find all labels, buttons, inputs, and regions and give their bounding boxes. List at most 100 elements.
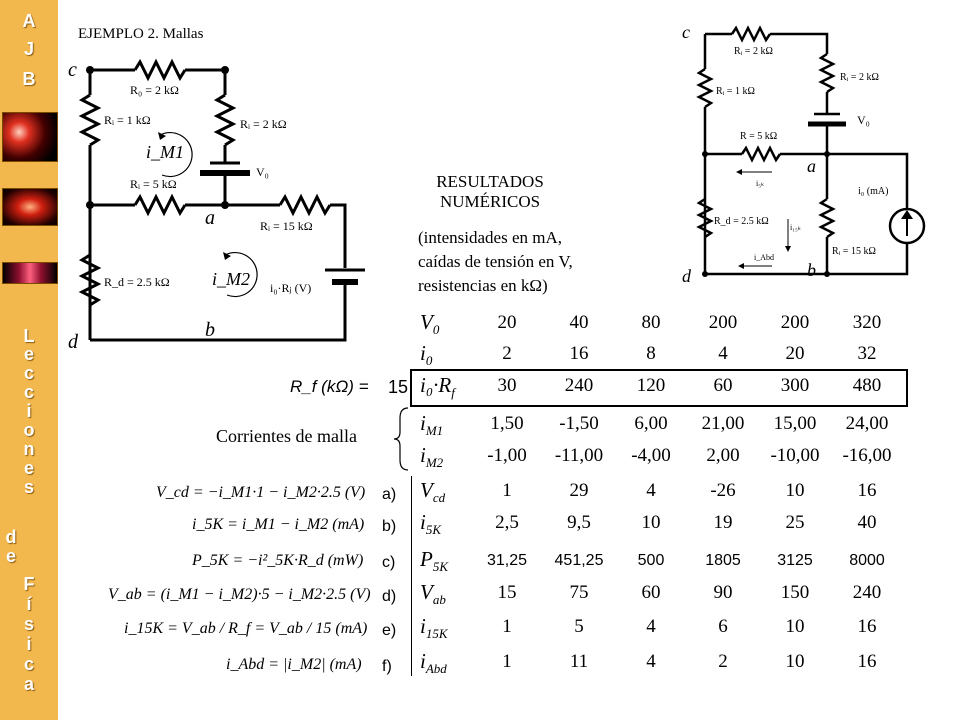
row-label-symbol: i bbox=[420, 443, 426, 467]
sidebar-letter: c bbox=[23, 654, 34, 674]
table-cell: 200 bbox=[780, 312, 810, 333]
table-cell: 1805 bbox=[705, 552, 741, 569]
node-c-label: c bbox=[68, 59, 77, 81]
table-cell: 32 bbox=[857, 343, 877, 364]
table-cell: 10 bbox=[785, 651, 805, 672]
table-cell: 200 bbox=[708, 312, 738, 333]
ref-resistor-left-label: Rᵢ = 1 kΩ bbox=[716, 86, 755, 97]
table-cell: 8000 bbox=[849, 552, 885, 569]
table-cell: 90 bbox=[713, 582, 733, 603]
mesh-currents-label: Corrientes de malla bbox=[216, 426, 357, 446]
node-d-label: d bbox=[68, 331, 79, 353]
table-cell: 480 bbox=[852, 375, 882, 396]
table-cell: 9,5 bbox=[567, 512, 591, 533]
sidebar-letter: a bbox=[23, 674, 34, 694]
ref-current-i5k-label: i₅ₖ bbox=[756, 179, 764, 188]
row-label-subscript: 0 bbox=[432, 322, 440, 338]
table-cell: 10 bbox=[641, 512, 661, 533]
table-cell: 2 bbox=[718, 651, 728, 672]
reference-circuit-diagram: c a b d Rᵢ = 2 kΩ Rᵢ = 2 kΩ Rᵢ = 1 kΩ R … bbox=[682, 22, 926, 286]
rf-label: R_f (kΩ) = bbox=[290, 377, 369, 396]
option-b: b) bbox=[382, 518, 397, 535]
sidebar-letter: e bbox=[23, 458, 34, 478]
table-cell: 4 bbox=[646, 616, 656, 637]
row-label-subscript: M1 bbox=[425, 423, 444, 439]
sidebar-letter: í bbox=[26, 594, 32, 614]
sidebar-letter: F bbox=[23, 574, 35, 594]
row-label-subscript: 15K bbox=[425, 626, 448, 642]
table-cell: 4 bbox=[718, 343, 728, 364]
ref-current-i15k-label: i₁₅ₖ bbox=[790, 223, 801, 232]
table-cell: 15,00 bbox=[773, 413, 817, 434]
table-cell: 25 bbox=[785, 512, 805, 533]
units-note: (intensidades en mA, caídas de tensión e… bbox=[418, 226, 573, 298]
table-cell: 16 bbox=[857, 616, 877, 637]
sidebar-letter: e bbox=[23, 344, 34, 364]
resistor-r1-label: Rᵢ = 1 kΩ bbox=[104, 113, 151, 127]
row-label-symbol: i bbox=[420, 649, 426, 673]
row-label-subscript: f bbox=[451, 385, 455, 401]
table-cell: -26 bbox=[710, 480, 736, 501]
equation-d: V_ab = (i_M1 − i_M2)·5 − i_M2·2.5 (V) bbox=[108, 586, 371, 603]
table-cell: 6,00 bbox=[634, 413, 668, 434]
sidebar-letter: L bbox=[23, 326, 35, 346]
ref-node-d-label: d bbox=[682, 266, 692, 286]
sidebar-photo-1 bbox=[2, 112, 58, 162]
option-f: f) bbox=[382, 658, 392, 675]
table-cell: 19 bbox=[713, 512, 733, 533]
ref-current-iabd-label: i_Abd bbox=[754, 253, 774, 262]
ref-resistor-rd-label: R_d = 2.5 kΩ bbox=[714, 216, 769, 227]
table-cell: 40 bbox=[569, 312, 589, 333]
ref-node-c-label: c bbox=[682, 22, 690, 42]
table-cell: 1 bbox=[502, 616, 512, 637]
table-cell: 500 bbox=[637, 552, 665, 569]
row-label-symbol: i bbox=[420, 614, 426, 638]
table-cell: 2 bbox=[502, 343, 512, 364]
table-cell: 2,5 bbox=[495, 512, 519, 533]
sidebar-photo-3 bbox=[2, 262, 58, 284]
results-heading-line-1: RESULTADOS bbox=[436, 172, 544, 191]
row-label-symbol: i₀·R bbox=[420, 373, 452, 397]
row-label-symbol: V bbox=[420, 478, 433, 502]
row-label-symbol: V bbox=[420, 580, 433, 604]
results-heading-line-2: NUMÉRICOS bbox=[439, 192, 541, 211]
ref-resistor-top-label: Rᵢ = 2 kΩ bbox=[734, 46, 773, 57]
table-cell: 80 bbox=[641, 312, 661, 333]
row-label-symbol: i bbox=[420, 510, 426, 534]
highlight-box bbox=[410, 369, 908, 407]
node-a-label: a bbox=[205, 207, 215, 229]
table-cell: 16 bbox=[857, 480, 877, 501]
table-cell: 1 bbox=[502, 651, 512, 672]
table-cell: 120 bbox=[636, 375, 666, 396]
mesh-circuit-diagram: c a b d i_M1 i_M2 R₀ = 2 kΩ Rᵢ = 1 kΩ Rᵢ… bbox=[68, 58, 365, 353]
row-label: i0 bbox=[420, 341, 432, 369]
row-label: V0 bbox=[420, 310, 439, 338]
resistor-r15-label: Rᵢ = 15 kΩ bbox=[260, 219, 313, 233]
equation-b: i_5K = i_M1 − i_M2 (mA) bbox=[192, 516, 365, 533]
table-divider bbox=[411, 476, 412, 676]
table-cell: 75 bbox=[569, 582, 589, 603]
resistor-r2-label: Rᵢ = 2 kΩ bbox=[240, 117, 287, 131]
table-cell: -10,00 bbox=[770, 445, 820, 466]
source-label: i₀·Rⱼ (V) bbox=[270, 281, 311, 295]
equation-a: V_cd = −i_M1·1 − i_M2·2.5 (V) bbox=[156, 484, 366, 501]
ref-current-source-label: i₀ (mA) bbox=[858, 186, 888, 197]
sidebar-letter: n bbox=[23, 439, 35, 459]
table-cell: 150 bbox=[780, 582, 810, 603]
row-label: P5K bbox=[420, 547, 448, 575]
table-cell: 40 bbox=[857, 512, 877, 533]
battery-v0-label: V₀ bbox=[256, 165, 269, 179]
sidebar: A J B L e c c i o n e s d e F í s i c a bbox=[0, 0, 58, 720]
sidebar-letter: o bbox=[23, 420, 35, 440]
table-cell: 60 bbox=[641, 582, 661, 603]
sidebar-logo-b: B bbox=[22, 69, 36, 89]
sidebar-logo-j: J bbox=[23, 39, 34, 59]
option-e: e) bbox=[382, 622, 397, 639]
table-cell: 20 bbox=[497, 312, 517, 333]
row-label-subscript: Abd bbox=[425, 661, 447, 677]
option-a: a) bbox=[382, 486, 397, 503]
